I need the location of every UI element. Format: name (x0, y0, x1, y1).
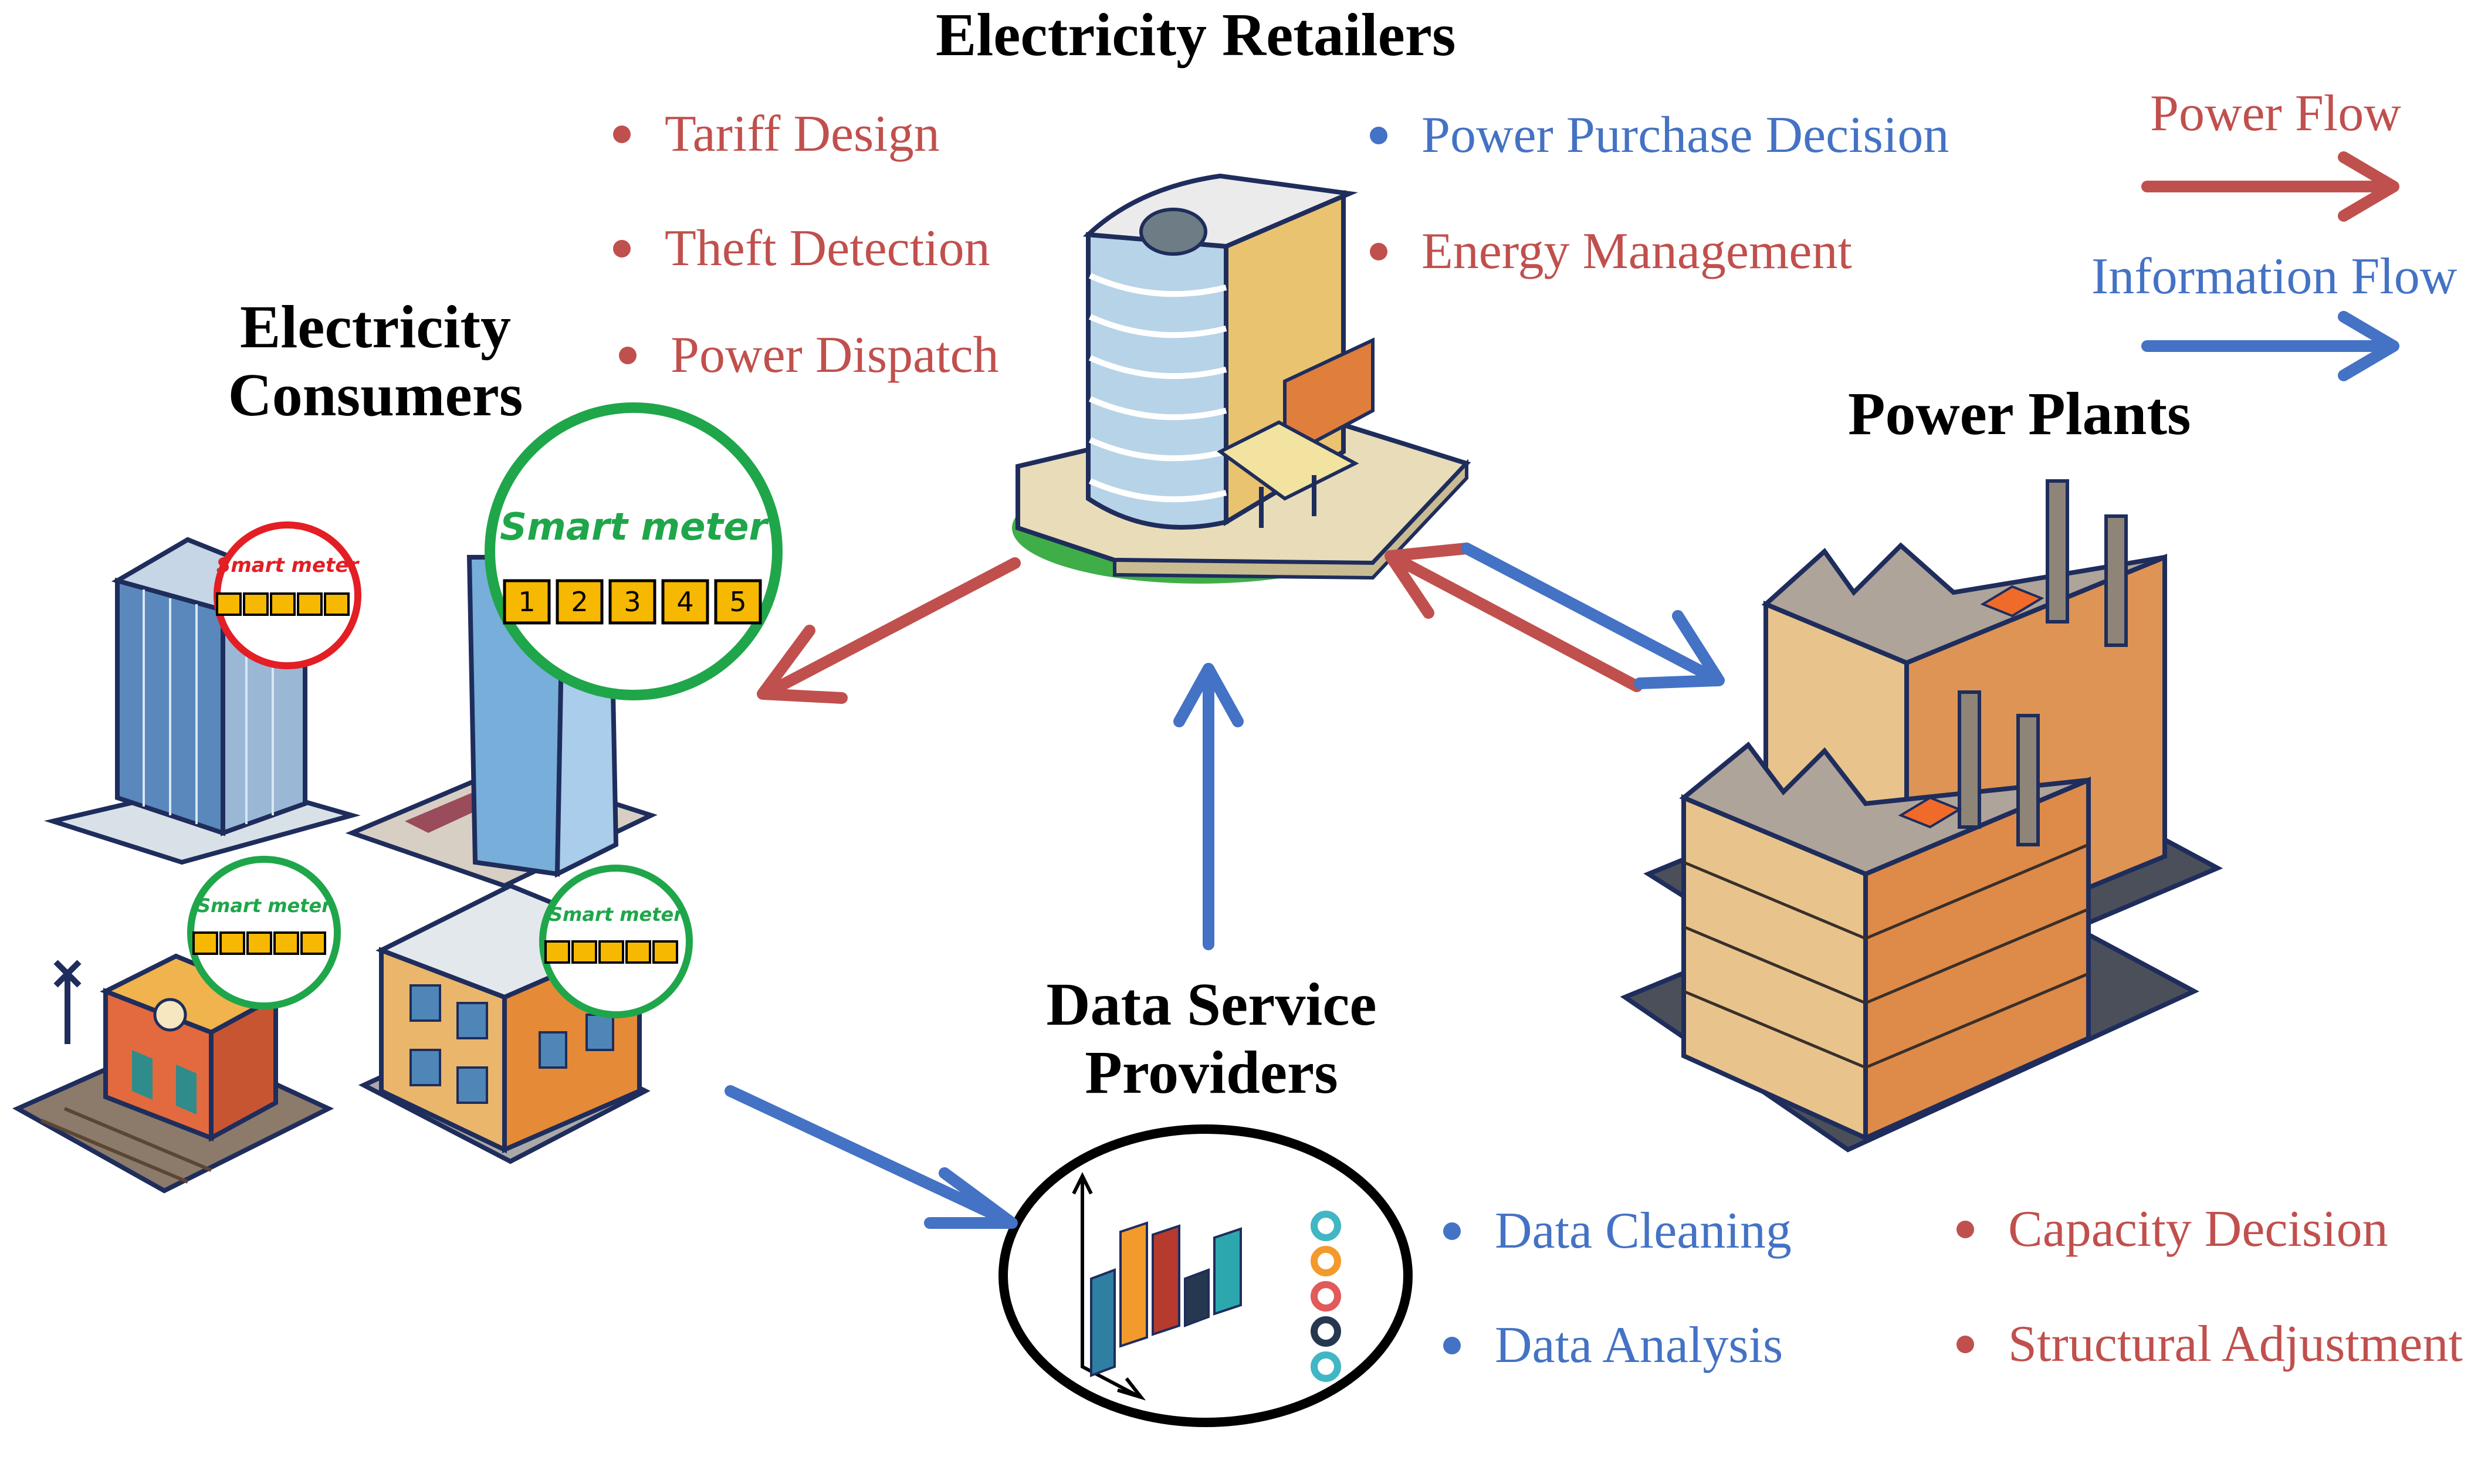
function-label: Data Cleaning (1495, 1202, 1792, 1259)
function-theft-detection: Theft Detection (613, 223, 990, 275)
bullet-dot (619, 347, 637, 364)
smart-meter-1: Smart meter 1 2 3 4 5 (485, 402, 783, 700)
bullet-dot (1443, 1222, 1461, 1240)
function-label: Power Dispatch (671, 327, 999, 384)
meter-label: Smart meter (549, 903, 684, 926)
arrow-retailer-to-plants (1461, 543, 1725, 689)
meter-label: Smart meter (216, 554, 360, 577)
function-label: Theft Detection (665, 220, 990, 277)
data-provider-icon (998, 1124, 1413, 1427)
providers-title-line1: Data Service (1046, 971, 1377, 1038)
smart-meter-2: Smart meter (187, 856, 341, 1009)
meter-digit: 4 (676, 586, 693, 618)
smart-meter-3: Smart meter (539, 865, 693, 1018)
function-power-dispatch: Power Dispatch (619, 330, 999, 381)
bullet-dot (1956, 1221, 1974, 1238)
bullet-dot (1370, 243, 1387, 260)
meter-digit: 5 (729, 586, 746, 618)
arrow-providers-to-retailer (1173, 663, 1244, 950)
power-plant-icon (1620, 479, 2223, 1153)
legend-power-arrow (2141, 151, 2399, 222)
function-label: Structural Adjustment (2008, 1316, 2463, 1373)
arrow-plants-to-retailer (1385, 543, 1643, 692)
smart-meter-0: Smart meter (214, 521, 361, 669)
function-label: Data Analysis (1495, 1317, 1783, 1374)
function-label: Capacity Decision (2008, 1201, 2388, 1258)
legend-info-arrow (2141, 311, 2399, 381)
bullet-dot (1443, 1337, 1461, 1354)
arrow-consumers-to-providers (725, 1085, 1018, 1229)
meter-digit: 2 (571, 586, 588, 618)
meter-digit: 3 (624, 586, 641, 618)
providers-title: Data Service Providers (1021, 971, 1402, 1107)
bullet-dot (613, 126, 631, 143)
retailer-building-icon (1012, 173, 1471, 584)
meter-label: Smart meter (500, 506, 770, 549)
function-data-analysis: Data Analysis (1443, 1320, 1783, 1371)
legend-power-flow-label: Power Flow (2150, 85, 2401, 142)
consumers-title-line2: Consumers (228, 361, 523, 429)
function-power-purchase-decision: Power Purchase Decision (1370, 110, 1949, 161)
meter-label: Smart meter (197, 895, 332, 917)
arrow-retailer-to-consumers (757, 557, 1021, 704)
plants-title: Power Plants (1848, 380, 2191, 448)
consumers-title: Electricity Consumers (217, 293, 534, 430)
legend-information-flow-label: Information Flow (2091, 248, 2457, 305)
function-label: Tariff Design (665, 106, 940, 162)
bullet-dot (1370, 127, 1387, 144)
providers-title-line2: Providers (1085, 1039, 1338, 1107)
bullet-dot (1956, 1336, 1974, 1353)
function-data-cleaning: Data Cleaning (1443, 1205, 1792, 1257)
consumers-title-line1: Electricity (240, 293, 511, 361)
function-structural-adjustment: Structural Adjustment (1956, 1319, 2463, 1370)
meter-digit: 1 (518, 586, 535, 618)
function-label: Power Purchase Decision (1421, 107, 1949, 164)
bullet-dot (613, 240, 631, 258)
function-label: Energy Management (1421, 223, 1852, 280)
function-capacity-decision: Capacity Decision (1956, 1204, 2388, 1255)
retailers-title: Electricity Retailers (936, 1, 1456, 69)
function-energy-management: Energy Management (1370, 226, 1852, 277)
function-tariff-design: Tariff Design (613, 109, 940, 160)
